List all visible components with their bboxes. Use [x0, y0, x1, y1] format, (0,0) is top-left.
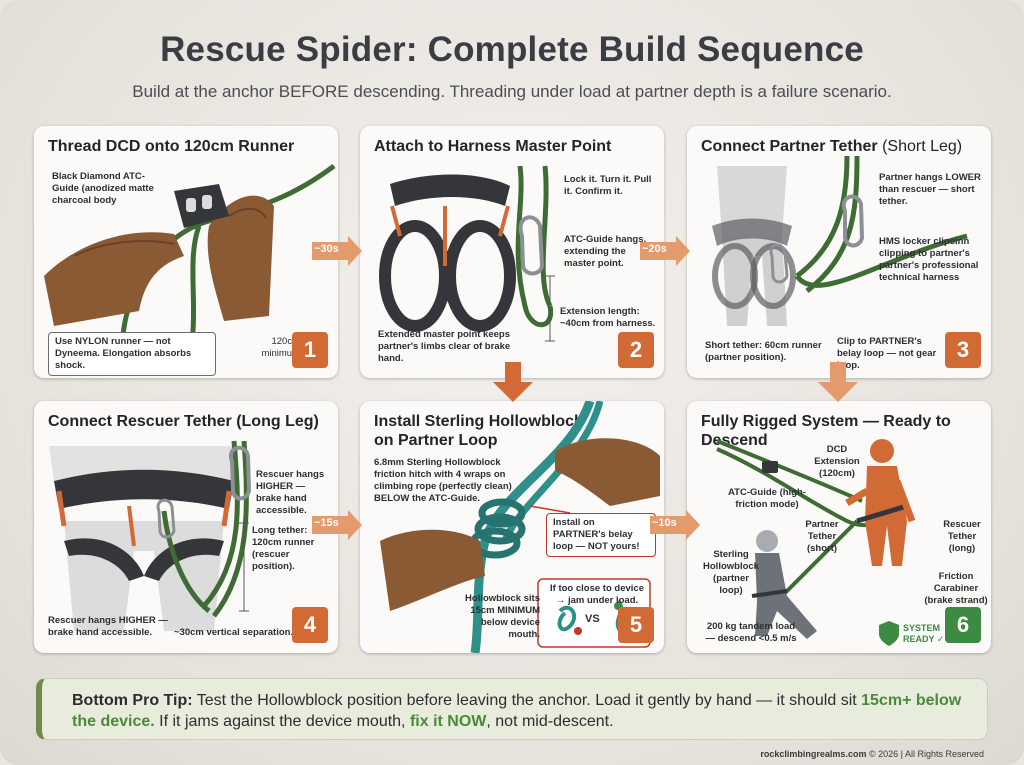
step-title: Thread DCD onto 120cm Runner: [48, 138, 295, 155]
transition-time: ~15s: [314, 517, 339, 529]
step-number: 6: [945, 607, 981, 643]
partner-tether-illustration: [712, 155, 968, 326]
system-ready-badge: SYSTEM READY ✓: [903, 623, 947, 645]
down-arrow-2-5: [493, 362, 533, 402]
thread-dcd-illustration: [44, 163, 336, 373]
transition-arrow-5-6: ~10s: [650, 510, 700, 540]
pro-tip-highlight-2: fix it NOW: [409, 713, 487, 730]
pro-tip-body-2: If it jams against the device mouth,: [159, 713, 406, 730]
dcd-extension-label: DCD Extension (120cm): [814, 444, 860, 479]
rescuer-higher-bottom-note: Rescuer hangs HIGHER — brake hand access…: [48, 615, 168, 638]
step-card-4: Connect Rescuer Tether (Long Leg) Rescue…: [34, 401, 338, 653]
step-number: 5: [618, 607, 654, 643]
step-title: Fully Rigged System — Ready to Descend: [701, 413, 951, 449]
page-title: Rescue Spider: Complete Build Sequence: [160, 30, 864, 69]
hollowblock-label: Sterling Hollowblock (partner loop): [703, 549, 759, 596]
full-system-illustration: [716, 439, 916, 646]
hollowblock-sits-note: Hollowblock sits 15cm MINIMUM below devi…: [465, 593, 540, 640]
vs-label: VS: [585, 613, 600, 625]
pro-tip-text: Bottom Pro Tip: Test the Hollowblock pos…: [72, 690, 972, 732]
rescuer-tether-label: Rescuer Tether (long): [943, 519, 981, 554]
extension-note: Extension length: ~40cm from harness.: [560, 306, 656, 329]
step-card-3: Connect Partner Tether (Short Leg) Partn…: [687, 126, 991, 378]
step-title: Install Sterling Hollowblock on Partner …: [374, 413, 583, 449]
partner-tether-label: Partner Tether (short): [805, 519, 839, 554]
friction-carabiner-label: Friction Carabiner (brake strand): [924, 571, 988, 606]
partner-lower-note: Partner hangs LOWER than rescuer — short…: [879, 172, 981, 207]
long-tether-note: Long tether: 120cm runner (rescuer posit…: [252, 525, 315, 572]
pro-tip-body-3: , not mid-descent.: [486, 713, 614, 730]
transition-arrow-1-2: ~30s: [312, 236, 362, 266]
partner-carabiner-icon: [769, 243, 789, 284]
footer-credit: rockclimbingrealms.com © 2026 | All Righ…: [760, 749, 984, 759]
carabiner-icon: [228, 445, 252, 501]
step-number: 1: [292, 332, 328, 368]
footer-site[interactable]: rockclimbingrealms.com: [760, 749, 867, 759]
jam-note: If too close to device → jam under load.: [550, 583, 644, 606]
step-card-1: Thread DCD onto 120cm Runner Black Diamo…: [34, 126, 338, 378]
page-subtitle: Build at the anchor BEFORE descending. T…: [132, 82, 892, 101]
step-title-main: Connect Partner Tether: [701, 138, 878, 155]
master-point-note: Extended master point keeps partner's li…: [378, 329, 511, 364]
clip-note: Clip to PARTNER's belay loop — not gear …: [837, 336, 937, 371]
step-card-6: Fully Rigged System — Ready to Descend D…: [687, 401, 991, 653]
runner-note: Use NYLON runner — not Dyneema. Elongati…: [48, 332, 216, 376]
transition-arrow-2-3: ~20s: [640, 236, 690, 266]
hms-note: HMS locker clipsinn clipping to partner'…: [879, 236, 979, 283]
system-ready-line1: SYSTEM: [903, 623, 941, 633]
hms-locker-icon: [841, 194, 865, 248]
transition-arrow-4-5: ~15s: [312, 510, 362, 540]
transition-time: ~20s: [642, 243, 667, 255]
step-title-suffix: (Short Leg): [882, 138, 963, 155]
step-card-5: Install Sterling Hollowblock on Partner …: [360, 401, 664, 653]
step-title: Connect Partner Tether (Short Leg): [701, 137, 983, 156]
transition-time: ~10s: [652, 517, 677, 529]
pro-tip-lead: Bottom Pro Tip:: [72, 692, 193, 709]
lock-note: Lock it. Turn it. Pull it. Confirm it.: [564, 174, 652, 197]
shield-icon: [879, 621, 899, 646]
atc-guide-label: ATC-Guide (high-friction mode): [728, 487, 806, 510]
rescuer-tether-illustration: [49, 440, 252, 631]
step-title: Connect Rescuer Tether (Long Leg): [48, 413, 319, 430]
harness-master-point-illustration: [379, 165, 555, 342]
system-ready-line2: READY ✓: [903, 634, 945, 644]
step-number: 2: [618, 332, 654, 368]
step-title: Attach to Harness Master Point: [374, 138, 612, 155]
rescuer-higher-note: Rescuer hangs HIGHER — brake hand access…: [256, 469, 325, 516]
bad-knot-icon: [557, 605, 577, 632]
hitch-note: 6.8mm Sterling Hollowblock friction hitc…: [374, 457, 512, 504]
separation-note: ~30cm vertical separation.: [174, 627, 294, 638]
step-number: 3: [945, 332, 981, 368]
hangs-note: ATC-Guide hangs, extending the master po…: [564, 234, 647, 269]
pro-tip-highlight-1: 15cm+ below the device.: [72, 692, 962, 730]
device-note: Black Diamond ATC-Guide (anodized matte …: [52, 171, 154, 206]
tandem-load-label: 200 kg tandem load — descend <0.5 m/s: [705, 621, 797, 644]
down-arrow-3-6: [818, 362, 858, 402]
atc-guide-device: [174, 184, 229, 228]
short-tether-note: Short tether: 60cm runner (partner posit…: [705, 340, 822, 363]
carabiner-icon: [518, 215, 545, 276]
pro-tip-body-1: Test the Hollowblock position before lea…: [196, 692, 857, 709]
install-warning-note: Install on PARTNER's belay loop — NOT yo…: [546, 513, 656, 557]
transition-time: ~30s: [314, 243, 339, 255]
step-card-2: Attach to Harness Master Point Lock it. …: [360, 126, 664, 378]
atc-device: [762, 461, 778, 473]
footer-rights: © 2026 | All Rights Reserved: [868, 749, 984, 759]
length-note: 120cm minimum: [261, 336, 300, 359]
step-number: 4: [292, 607, 328, 643]
pro-tip-banner: Bottom Pro Tip: Test the Hollowblock pos…: [36, 678, 988, 740]
